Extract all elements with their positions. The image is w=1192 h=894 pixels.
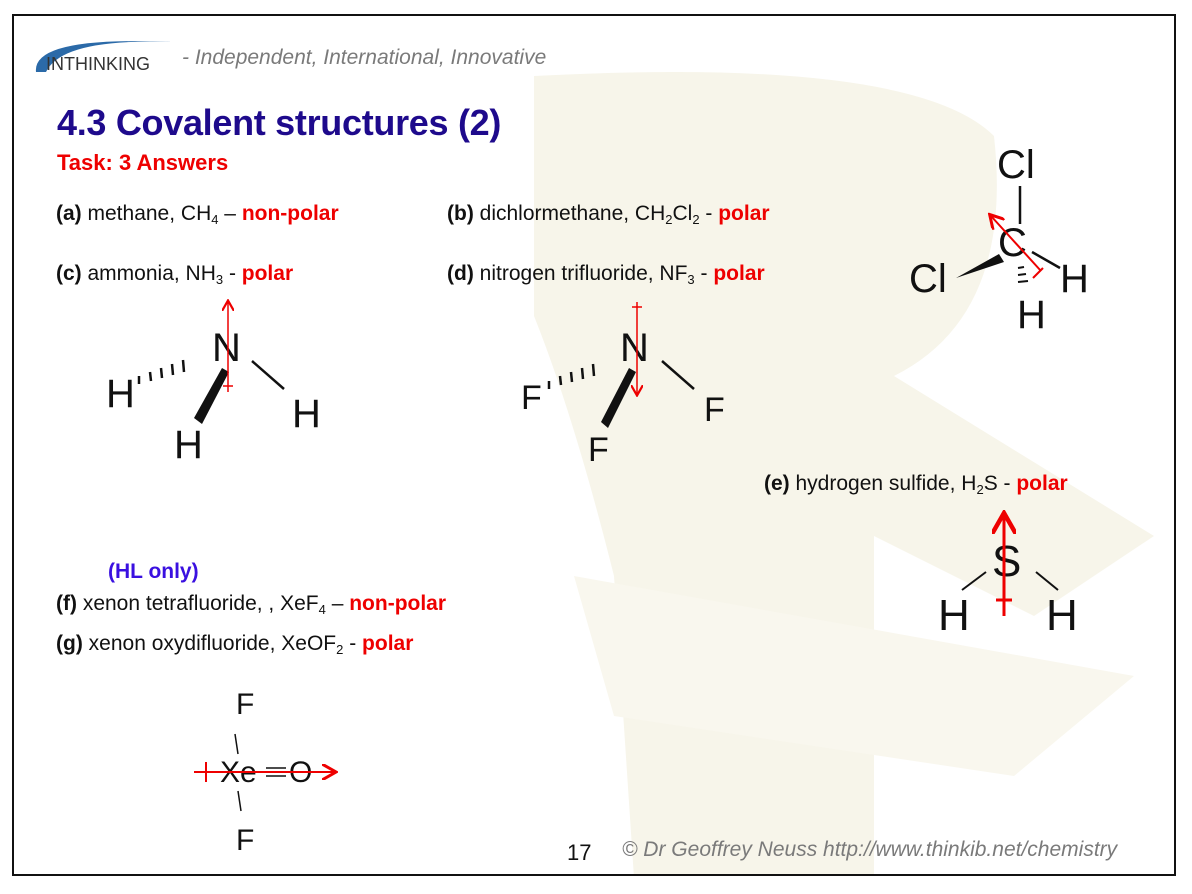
svg-text:N: N — [620, 326, 649, 370]
svg-text:INTHINKING: INTHINKING — [46, 54, 150, 74]
item-d: (d) nitrogen trifluoride, NF3 - polar — [447, 262, 765, 287]
svg-text:H: H — [106, 372, 135, 416]
svg-text:F: F — [704, 391, 725, 429]
svg-text:F: F — [521, 379, 542, 417]
item-e: (e) hydrogen sulfide, H2S - polar — [764, 472, 1068, 497]
dipole-arrow — [991, 216, 1042, 272]
svg-text:H: H — [1017, 293, 1046, 337]
nh3-structure: N H H H — [106, 302, 321, 467]
page-number: 17 — [567, 840, 592, 865]
svg-text:F: F — [588, 431, 609, 469]
svg-text:S: S — [992, 537, 1021, 586]
svg-text:H: H — [174, 423, 203, 467]
item-c: (c) ammonia, NH3 - polar — [56, 262, 294, 287]
svg-text:H: H — [1060, 257, 1089, 301]
svg-text:F: F — [236, 824, 254, 857]
hl-only-note: (HL only) — [108, 560, 199, 583]
svg-text:F: F — [236, 688, 254, 721]
background-watermark — [534, 72, 1154, 874]
svg-text:Cl: Cl — [997, 143, 1035, 187]
item-b: (b) dichlormethane, CH2Cl2 - polar — [447, 202, 770, 227]
item-a: (a) methane, CH4 – non-polar — [56, 202, 339, 227]
copyright: © Dr Geoffrey Neuss http://www.thinkib.n… — [622, 838, 1118, 861]
svg-text:H: H — [292, 392, 321, 436]
subtitle: Task: 3 Answers — [57, 150, 229, 175]
molecule-drawings: Cl C Cl H H N H H H N F — [106, 143, 1089, 857]
svg-text:N: N — [212, 326, 241, 370]
nf3-structure: N F F F — [521, 302, 725, 469]
h2s-structure: S H H — [938, 516, 1078, 640]
slide: INTHINKING - Independent, International,… — [12, 14, 1176, 876]
ch2cl2-structure: Cl C Cl H H — [909, 143, 1089, 337]
xeof2-structure: F Xe O F — [194, 688, 334, 857]
svg-text:H: H — [938, 591, 970, 640]
tagline: - Independent, International, Innovative — [182, 46, 547, 69]
inthinking-logo: INTHINKING — [35, 41, 173, 74]
item-g: (g) xenon oxydifluoride, XeOF2 - polar — [56, 632, 414, 657]
svg-text:H: H — [1046, 591, 1078, 640]
page-title: 4.3 Covalent structures (2) — [57, 102, 502, 143]
svg-text:Cl: Cl — [909, 257, 947, 301]
item-f: (f) xenon tetrafluoride, , XeF4 – non-po… — [56, 592, 447, 617]
